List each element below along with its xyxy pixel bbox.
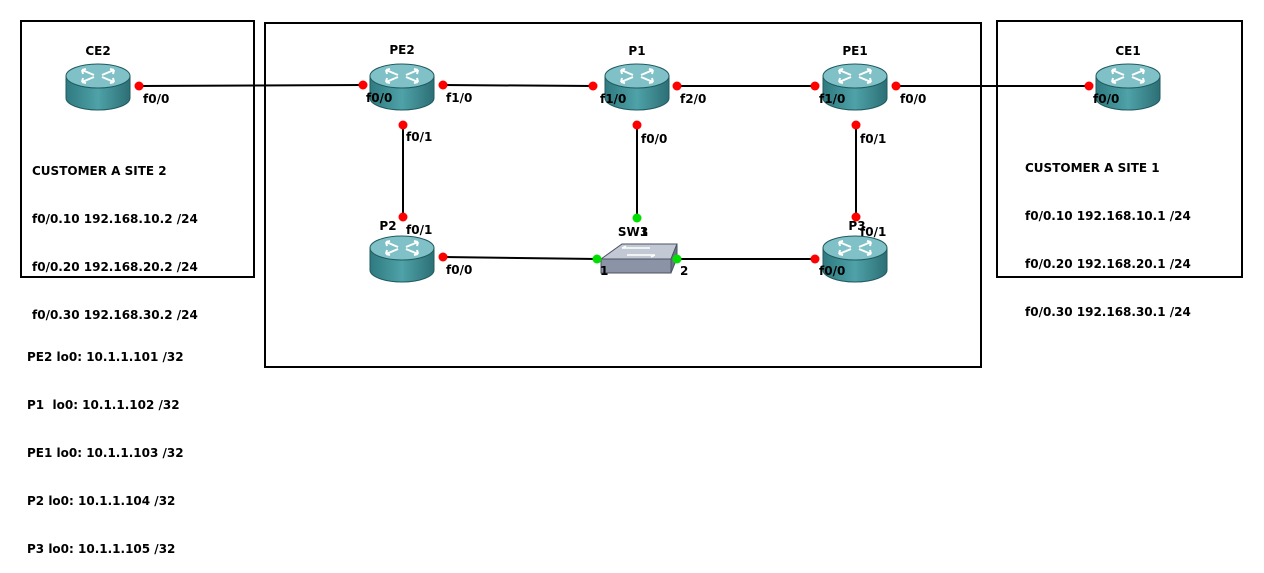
port-label: f0/0 bbox=[366, 91, 392, 105]
router-label-pe2: PE2 bbox=[389, 43, 414, 57]
loopback-line: P3 lo0: 10.1.1.105 /32 bbox=[27, 542, 176, 556]
switch-sw1[interactable] bbox=[599, 243, 678, 274]
router-label-p2: P2 bbox=[379, 219, 396, 233]
link-ce2-pe2 bbox=[138, 84, 364, 87]
site2-line: f0/0.20 192.168.20.2 /24 bbox=[32, 260, 198, 274]
port-dot bbox=[672, 81, 682, 91]
router-p2[interactable] bbox=[369, 235, 435, 283]
port-label: f0/0 bbox=[446, 263, 472, 277]
port-label: f0/0 bbox=[143, 92, 169, 106]
port-dot bbox=[398, 212, 408, 222]
loopback-line: P1 lo0: 10.1.1.102 /32 bbox=[27, 398, 180, 412]
loopback-line: PE2 lo0: 10.1.1.101 /32 bbox=[27, 350, 184, 364]
site1-line: f0/0.10 192.168.10.1 /24 bbox=[1025, 209, 1191, 223]
port-dots bbox=[134, 80, 1094, 264]
port-dot bbox=[358, 80, 368, 90]
port-label: f0/0 bbox=[900, 92, 926, 106]
port-dot bbox=[1084, 81, 1094, 91]
loopback-line: P2 lo0: 10.1.1.104 /32 bbox=[27, 494, 176, 508]
site1-frame bbox=[996, 20, 1243, 278]
port-label: f1/0 bbox=[600, 92, 626, 106]
port-dot-up bbox=[592, 254, 602, 264]
router-ce2[interactable] bbox=[65, 63, 131, 111]
router-label-pe1: PE1 bbox=[842, 44, 867, 58]
port-label: f0/1 bbox=[860, 225, 886, 239]
port-label: f0/0 bbox=[1093, 92, 1119, 106]
loopback-line: PE1 lo0: 10.1.1.103 /32 bbox=[27, 446, 184, 460]
site2-title: CUSTOMER A SITE 2 bbox=[32, 164, 167, 178]
link-p2-sw1 bbox=[442, 256, 598, 260]
port-label: f0/0 bbox=[641, 132, 667, 146]
site1-title: CUSTOMER A SITE 1 bbox=[1025, 161, 1160, 175]
port-label: 2 bbox=[680, 264, 688, 278]
port-dot bbox=[851, 120, 861, 130]
site2-notes: CUSTOMER A SITE 2 f0/0.10 192.168.10.2 /… bbox=[32, 131, 198, 339]
port-dot bbox=[134, 81, 144, 91]
site1-line: f0/0.30 192.168.30.1 /24 bbox=[1025, 305, 1191, 319]
port-dot bbox=[810, 254, 820, 264]
port-label: f0/0 bbox=[819, 264, 845, 278]
site2-frame bbox=[20, 20, 255, 278]
link-pe2-p1 bbox=[442, 84, 594, 87]
site1-notes: CUSTOMER A SITE 1 f0/0.10 192.168.10.1 /… bbox=[1025, 128, 1191, 336]
loopback-notes: PE2 lo0: 10.1.1.101 /32 P1 lo0: 10.1.1.1… bbox=[27, 317, 184, 573]
links bbox=[138, 84, 1089, 260]
port-dot bbox=[398, 120, 408, 130]
network-topology: CE2 PE2 P1 PE1 CE1 P2 P3 SW1 f0/0 f0/0 f… bbox=[20, 20, 1243, 368]
provider-frame bbox=[264, 22, 982, 368]
port-dot bbox=[891, 81, 901, 91]
port-dot bbox=[438, 80, 448, 90]
port-label: f1/0 bbox=[446, 91, 472, 105]
port-label: f0/1 bbox=[406, 130, 432, 144]
site2-line: f0/0.10 192.168.10.2 /24 bbox=[32, 212, 198, 226]
port-label: 1 bbox=[600, 264, 608, 278]
site1-line: f0/0.20 192.168.20.1 /24 bbox=[1025, 257, 1191, 271]
port-label: 3 bbox=[640, 225, 648, 239]
port-dot bbox=[810, 81, 820, 91]
port-dot bbox=[588, 81, 598, 91]
router-label-p3: P3 bbox=[848, 219, 865, 233]
port-label: f0/1 bbox=[860, 132, 886, 146]
port-label: f2/0 bbox=[680, 92, 706, 106]
router-label-p1: P1 bbox=[628, 44, 645, 58]
port-dot bbox=[851, 212, 861, 222]
router-label-ce2: CE2 bbox=[85, 44, 110, 58]
switch-label-sw1: SW1 bbox=[618, 225, 648, 239]
router-label-ce1: CE1 bbox=[1115, 44, 1140, 58]
port-dot bbox=[632, 120, 642, 130]
port-label: f1/0 bbox=[819, 92, 845, 106]
port-dot-up bbox=[672, 254, 682, 264]
site2-line: f0/0.30 192.168.30.2 /24 bbox=[32, 308, 198, 322]
port-label: f0/1 bbox=[406, 223, 432, 237]
port-dot bbox=[438, 252, 448, 262]
port-dot-up bbox=[632, 213, 642, 223]
